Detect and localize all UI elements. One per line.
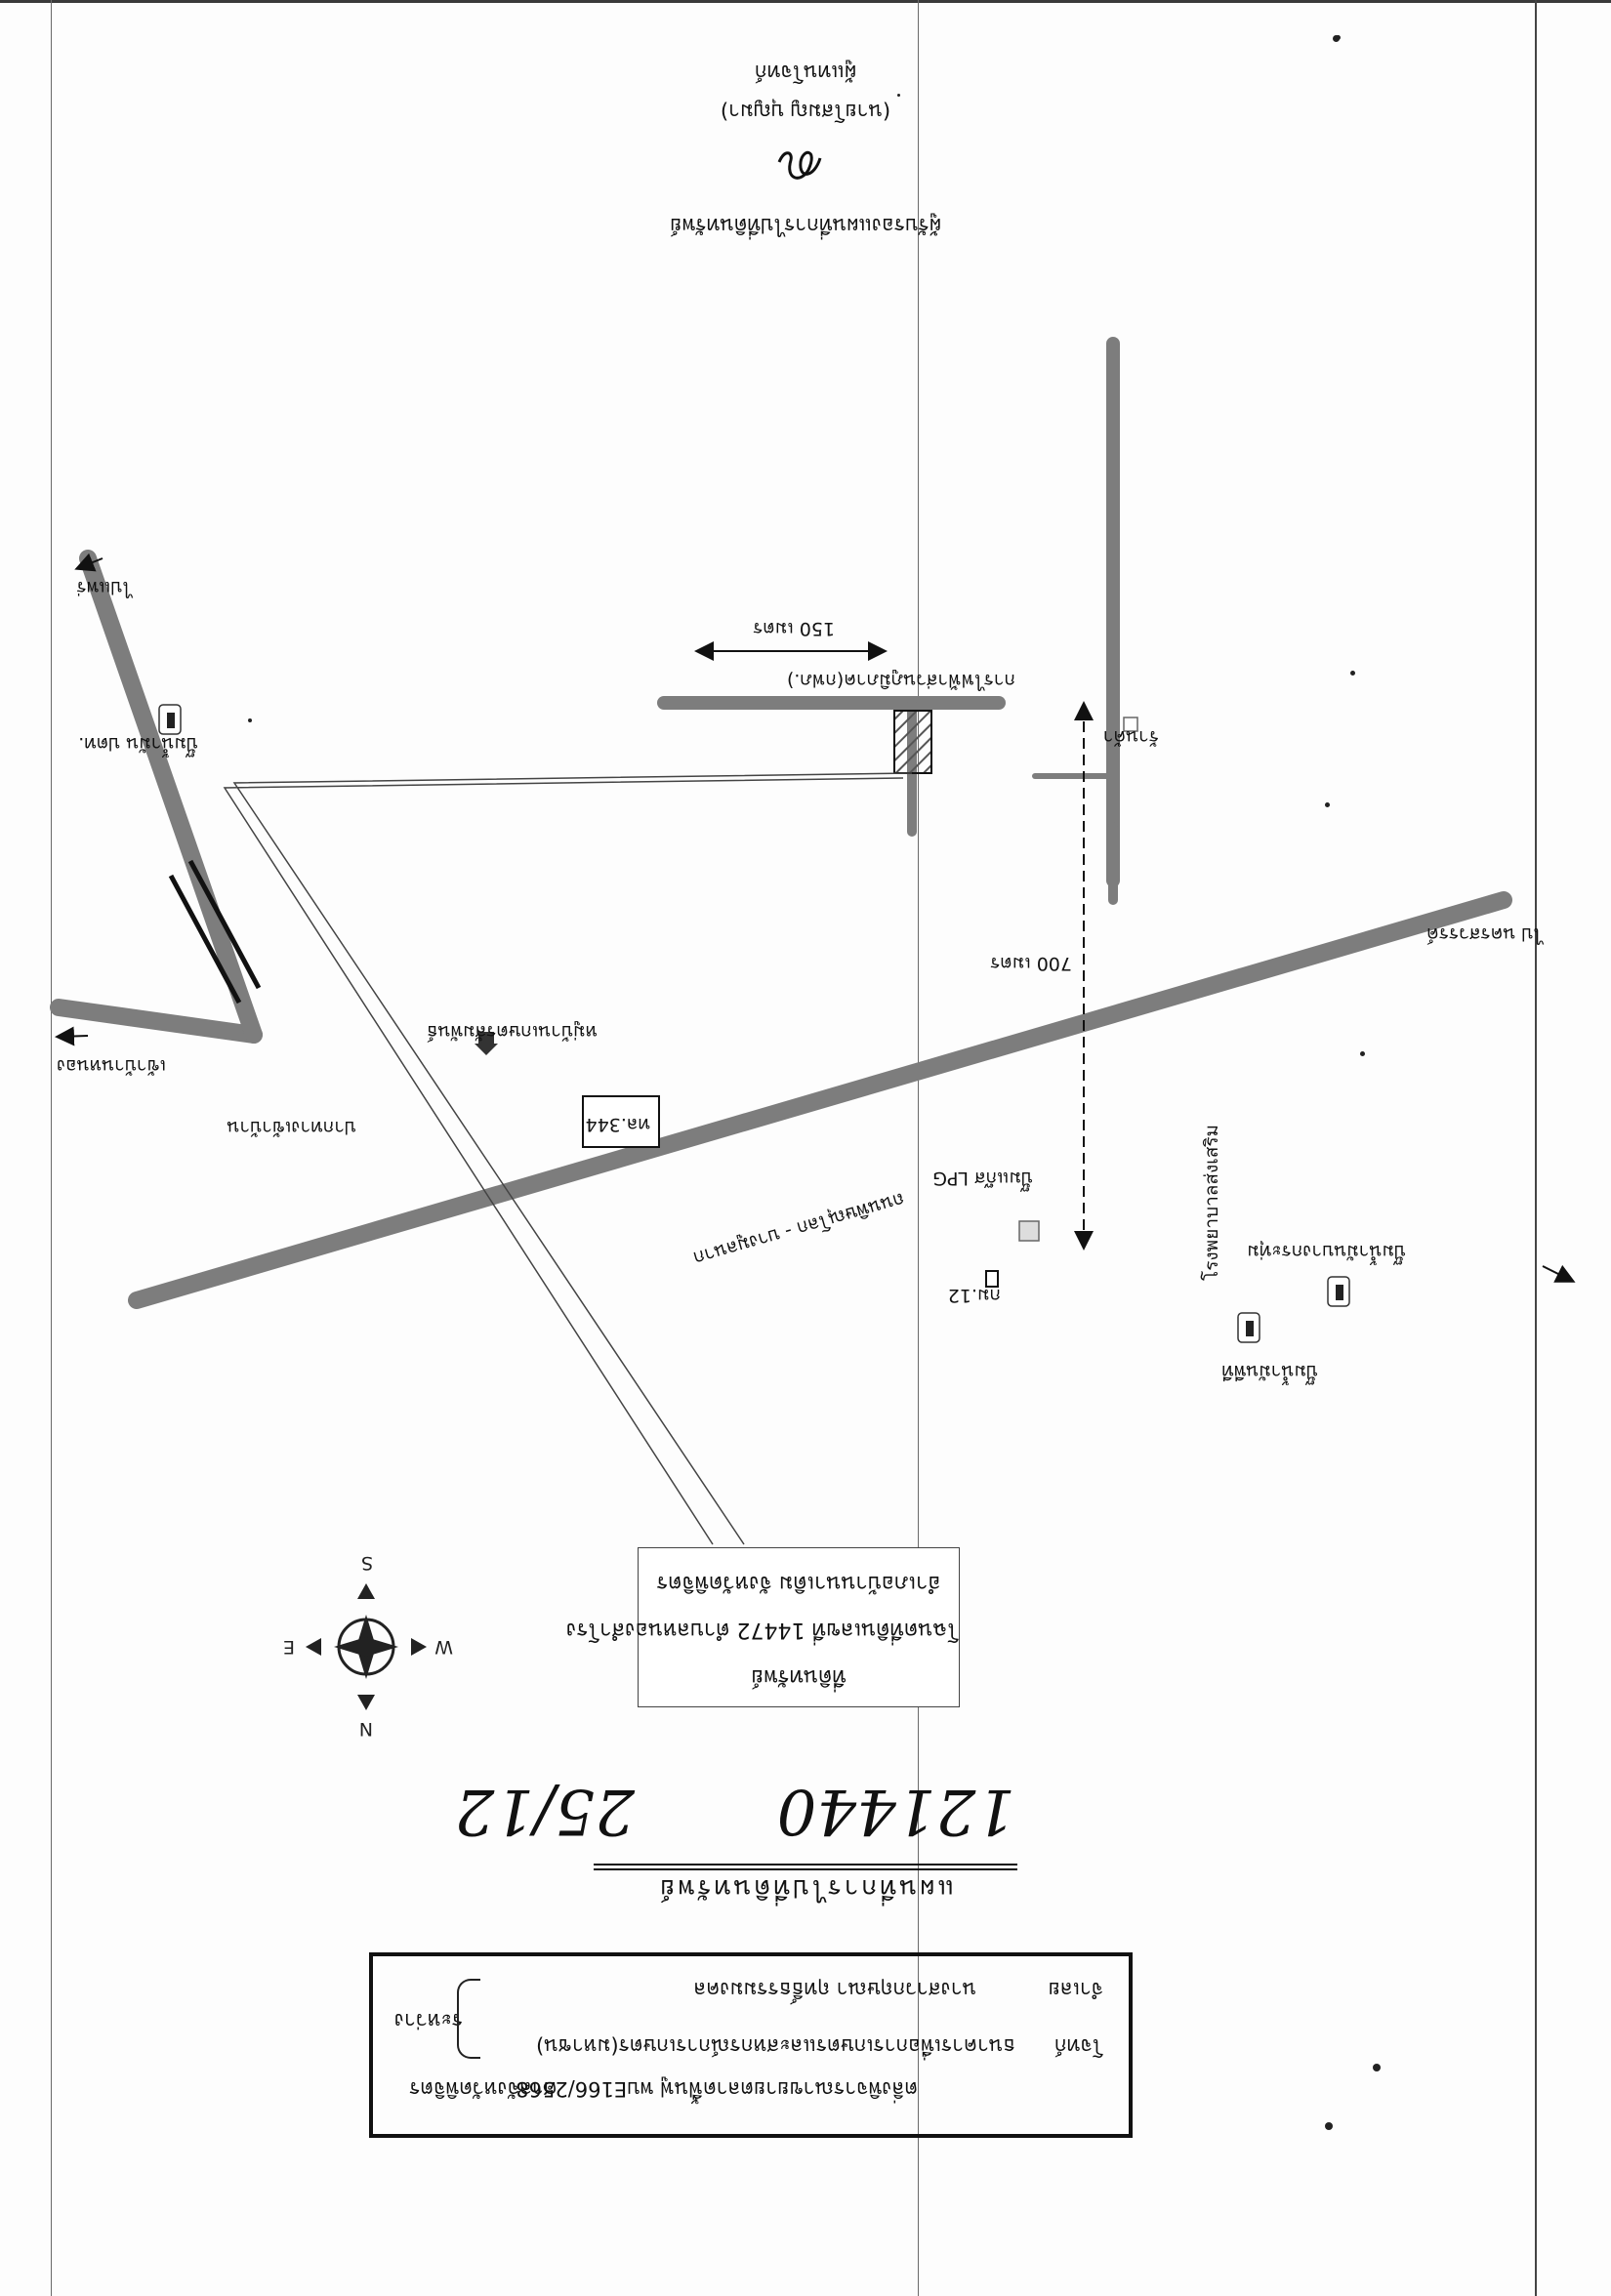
bridge-marker xyxy=(168,859,262,1004)
direction-arrows xyxy=(55,553,1576,1283)
petrol-pump-fill xyxy=(167,713,1343,1336)
pointer-lines xyxy=(223,772,913,1545)
compass-rose xyxy=(306,1583,427,1710)
dust-speck xyxy=(248,718,252,722)
road-network xyxy=(128,337,1512,1309)
dust-speck xyxy=(1333,35,1340,42)
signature-role: ผู้แทนโจทก์ xyxy=(754,61,857,84)
dust-speck xyxy=(1360,1051,1365,1056)
scan-top-edge xyxy=(0,0,1611,3)
upper-roads xyxy=(50,550,263,1044)
scan-right-edge xyxy=(1535,0,1537,2296)
dust-speck xyxy=(1325,2122,1333,2130)
km-marker-post xyxy=(985,1270,999,1288)
signature-name: (นายโสมญ บุญมา) xyxy=(720,100,891,123)
scan-left-edge xyxy=(51,0,52,2296)
land-plot xyxy=(893,710,932,774)
highway-sign xyxy=(582,1095,660,1148)
shop-marker xyxy=(1123,717,1138,732)
dust-speck xyxy=(1350,671,1355,676)
road-fork-right xyxy=(79,550,263,1044)
lpg-station-marker xyxy=(1018,1220,1040,1242)
road-fork-left xyxy=(50,999,263,1044)
dust-speck xyxy=(897,94,900,97)
dust-speck xyxy=(1325,802,1330,807)
village-house-icon xyxy=(475,1032,498,1055)
dust-speck xyxy=(1373,2064,1381,2071)
scan-fold-line xyxy=(918,0,919,2296)
main-road xyxy=(128,891,1512,1309)
